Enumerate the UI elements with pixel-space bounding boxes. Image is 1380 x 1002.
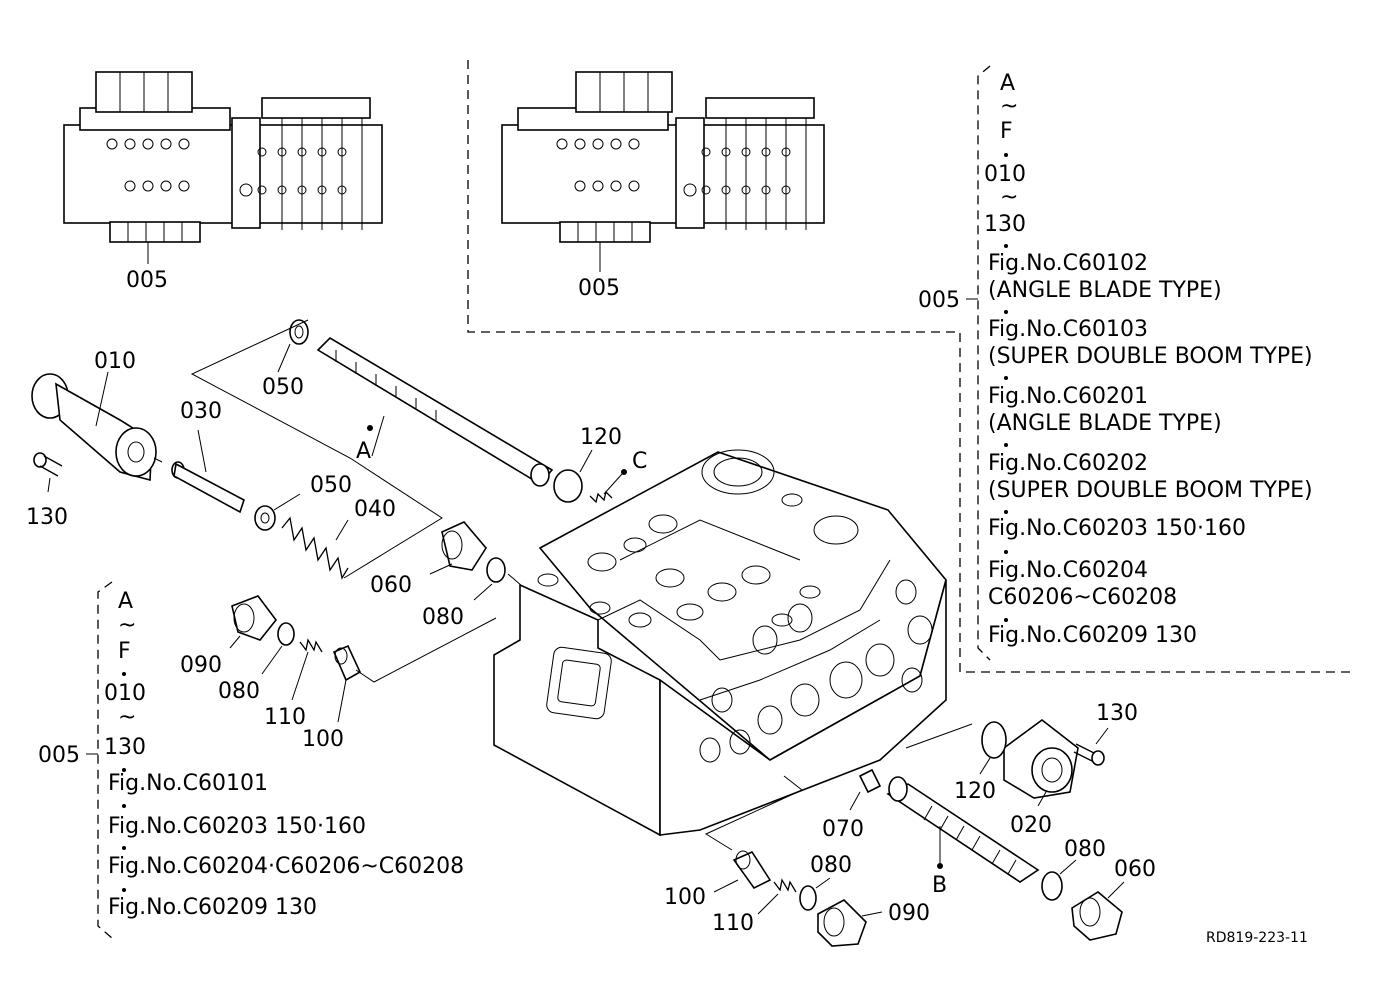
label-080-left: 080: [218, 679, 260, 704]
label-090-left: 090: [180, 653, 222, 678]
label-080-right: 080: [1064, 837, 1106, 862]
oring-080-lower: [799, 885, 817, 911]
label-130-left: 130: [26, 505, 68, 530]
svg-text:Fig.No.C60203 150·160: Fig.No.C60203 150·160: [108, 814, 366, 839]
left-note-assembly-ref: 005: [38, 743, 80, 768]
label-100-lower: 100: [664, 885, 706, 910]
rod-030: [171, 461, 245, 514]
svg-text:010: 010: [104, 681, 146, 706]
label-050-lower: 050: [310, 473, 352, 498]
label-080-lower: 080: [810, 853, 852, 878]
label-130-right: 130: [1096, 701, 1138, 726]
svg-text:~: ~: [118, 613, 136, 638]
svg-text:130: 130: [104, 735, 146, 760]
svg-text:A: A: [118, 589, 133, 614]
right-note-assembly-ref: 005: [918, 288, 960, 313]
left-note-bracket: [97, 581, 113, 939]
svg-text:A: A: [1000, 71, 1015, 96]
svg-text:~: ~: [1000, 94, 1018, 119]
valve-assembly-thumbnail-left: [63, 71, 383, 264]
bolt-130-left: [33, 452, 63, 477]
label-080-upper: 080: [422, 605, 464, 630]
label-030: 030: [180, 399, 222, 424]
washer-050: [254, 505, 276, 531]
svg-text:(SUPER DOUBLE BOOM TYPE): (SUPER DOUBLE BOOM TYPE): [988, 478, 1313, 503]
label-040: 040: [354, 497, 396, 522]
oring-120-upper: [553, 469, 583, 503]
svg-text:~: ~: [1000, 185, 1018, 210]
spring-110-left: [299, 638, 323, 653]
piston-100-left: [332, 644, 362, 682]
spool-b: [886, 776, 1040, 883]
right-note: A ~ F 010 ~ 130 Fig.No.C60102 (ANGLE BLA…: [984, 71, 1313, 648]
marker-c: C: [632, 449, 647, 474]
svg-text:(ANGLE BLADE TYPE): (ANGLE BLADE TYPE): [988, 278, 1222, 303]
assembly-label-center: 005: [578, 276, 620, 301]
label-120-upper: 120: [580, 425, 622, 450]
spring-110-lower: [773, 878, 797, 893]
left-note: A ~ F 010 ~ 130 Fig.No.C60101 Fig.No.C60…: [104, 589, 464, 920]
pin-070: [858, 768, 882, 794]
svg-text:C60206~C60208: C60206~C60208: [988, 585, 1177, 610]
valve-assembly-thumbnail-center: [501, 71, 825, 272]
svg-text:Fig.No.C60204: Fig.No.C60204: [988, 558, 1148, 583]
oring-120-right: [981, 721, 1007, 759]
label-060-upper: 060: [370, 573, 412, 598]
label-110-lower: 110: [712, 911, 754, 936]
svg-text:F: F: [1000, 119, 1013, 144]
label-010: 010: [94, 349, 136, 374]
cover-020: [1003, 718, 1079, 799]
label-090-lower: 090: [888, 901, 930, 926]
bolt-130-right: [1073, 743, 1105, 766]
svg-text:Fig.No.C60209 130: Fig.No.C60209 130: [108, 895, 317, 920]
svg-text:~: ~: [118, 705, 136, 730]
svg-text:010: 010: [984, 162, 1026, 187]
svg-text:Fig.No.C60101: Fig.No.C60101: [108, 771, 268, 796]
plug-060-upper: [441, 521, 487, 571]
svg-text:Fig.No.C60103: Fig.No.C60103: [988, 317, 1148, 342]
label-050-upper: 050: [262, 375, 304, 400]
right-note-bracket: [977, 65, 991, 661]
plug-090-lower: [817, 899, 867, 947]
svg-text:F: F: [118, 639, 131, 664]
svg-text:Fig.No.C60102: Fig.No.C60102: [988, 251, 1148, 276]
plug-060-lower: [1071, 891, 1123, 941]
svg-text:(ANGLE BLADE TYPE): (ANGLE BLADE TYPE): [988, 411, 1222, 436]
spring-c: [589, 490, 613, 504]
label-060-lower: 060: [1114, 857, 1156, 882]
dashed-frame-top: [467, 60, 1350, 673]
label-020: 020: [1010, 813, 1052, 838]
marker-a: A: [356, 439, 371, 464]
label-070: 070: [822, 817, 864, 842]
svg-text:Fig.No.C60201: Fig.No.C60201: [988, 384, 1148, 409]
label-100-left: 100: [302, 727, 344, 752]
assembly-label-left: 005: [126, 268, 168, 293]
svg-text:Fig.No.C60209 130: Fig.No.C60209 130: [988, 623, 1197, 648]
valve-body: [493, 449, 947, 837]
spool-a: [289, 319, 554, 487]
piston-100-lower: [732, 850, 772, 890]
marker-b: B: [932, 873, 947, 898]
oring-080-right: [1041, 871, 1063, 901]
cap-010: [31, 373, 157, 482]
svg-text:(SUPER DOUBLE BOOM TYPE): (SUPER DOUBLE BOOM TYPE): [988, 344, 1313, 369]
label-110-left: 110: [264, 705, 306, 730]
oring-080-left: [277, 622, 295, 646]
label-120-right: 120: [954, 779, 996, 804]
svg-text:Fig.No.C60204·C60206~C60208: Fig.No.C60204·C60206~C60208: [108, 854, 464, 879]
svg-text:130: 130: [984, 212, 1026, 237]
oring-080-upper: [486, 557, 506, 583]
document-code: RD819-223-11: [1206, 930, 1308, 946]
svg-text:Fig.No.C60202: Fig.No.C60202: [988, 451, 1148, 476]
plug-090-left: [231, 595, 278, 641]
spring-040: [281, 516, 349, 580]
svg-text:Fig.No.C60203 150·160: Fig.No.C60203 150·160: [988, 516, 1246, 541]
